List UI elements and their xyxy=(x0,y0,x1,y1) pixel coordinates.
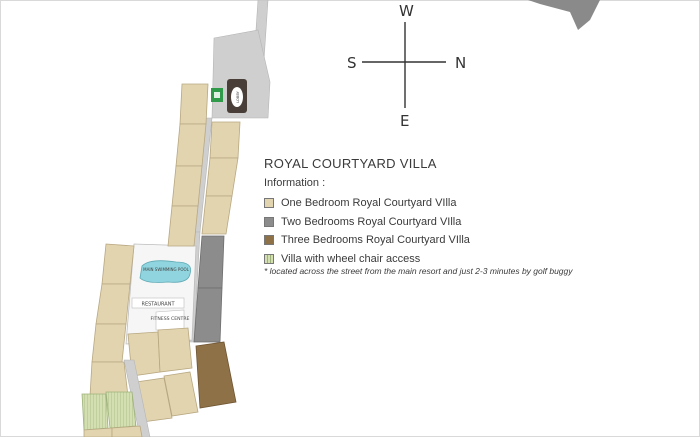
entry-sign-icon xyxy=(214,92,220,98)
villa-row-wheelchair xyxy=(81,391,137,431)
legend-label: Two Bedrooms Royal Courtyard VIlla xyxy=(281,215,462,228)
legend-label: Three Bedrooms Royal Courtyard VIlla xyxy=(281,234,470,247)
footnote: * located across the street from the mai… xyxy=(264,266,573,276)
lobby-marker xyxy=(231,87,243,107)
villa-wheelchair xyxy=(105,391,137,429)
compass-left: S xyxy=(347,54,357,72)
compass-bottom: E xyxy=(400,112,410,130)
legend-swatch-one-bedroom xyxy=(264,198,274,209)
villa xyxy=(83,427,113,437)
legend-label: Villa with wheel chair access xyxy=(281,252,421,265)
villa-three-bedroom xyxy=(195,341,237,409)
fitness-label: FITNESS CENTRE xyxy=(151,316,190,322)
legend-label: One Bedroom Royal Courtyard VIlla xyxy=(281,197,457,210)
legend: One Bedroom Royal Courtyard VIlla Two Be… xyxy=(264,194,470,268)
compass-rose xyxy=(362,22,446,108)
villa xyxy=(205,157,239,197)
legend-item: Villa with wheel chair access xyxy=(264,250,470,269)
villa xyxy=(101,243,135,285)
villa xyxy=(175,123,207,167)
info-heading: Information : xyxy=(264,177,326,189)
villa xyxy=(163,371,199,417)
villa xyxy=(95,283,131,325)
villa xyxy=(111,425,143,437)
villa xyxy=(157,327,193,373)
compass-top: W xyxy=(399,2,414,20)
lobby-label: LOBBY xyxy=(236,90,240,102)
villa xyxy=(91,323,127,363)
villa xyxy=(201,195,233,235)
map-title: ROYAL COURTYARD VILLA xyxy=(264,156,437,171)
compass-right: N xyxy=(455,54,467,72)
villa xyxy=(89,361,129,397)
villa-block-central xyxy=(127,327,199,423)
main-swimming-pool xyxy=(139,260,192,283)
villa xyxy=(171,165,203,207)
villa xyxy=(209,121,241,159)
legend-swatch-wheelchair xyxy=(264,253,274,264)
legend-item: One Bedroom Royal Courtyard VIlla xyxy=(264,194,470,213)
villa xyxy=(197,235,225,289)
villa xyxy=(179,83,209,125)
legend-swatch-three-bedroom xyxy=(264,235,274,246)
villa-row-east-one-bedroom xyxy=(201,121,241,235)
restaurant-building xyxy=(131,297,185,309)
restaurant-label: RESTAURANT xyxy=(141,302,175,308)
villa-row-west-south xyxy=(89,243,135,397)
pool-label: MAIN SWIMMING POOL xyxy=(143,267,189,272)
entrance-plaza xyxy=(211,29,271,119)
villa xyxy=(167,205,199,247)
main-resort-fragment xyxy=(528,0,600,30)
legend-item: Three Bedrooms Royal Courtyard VIlla xyxy=(264,231,470,250)
villa-wheelchair xyxy=(81,393,109,431)
villa-row-bottom xyxy=(83,425,143,437)
villa-row-east-two-bedroom xyxy=(193,235,225,343)
legend-swatch-two-bedroom xyxy=(264,216,274,227)
villa xyxy=(193,287,223,343)
legend-item: Two Bedrooms Royal Courtyard VIlla xyxy=(264,213,470,232)
villa-row-west-north xyxy=(167,83,209,247)
